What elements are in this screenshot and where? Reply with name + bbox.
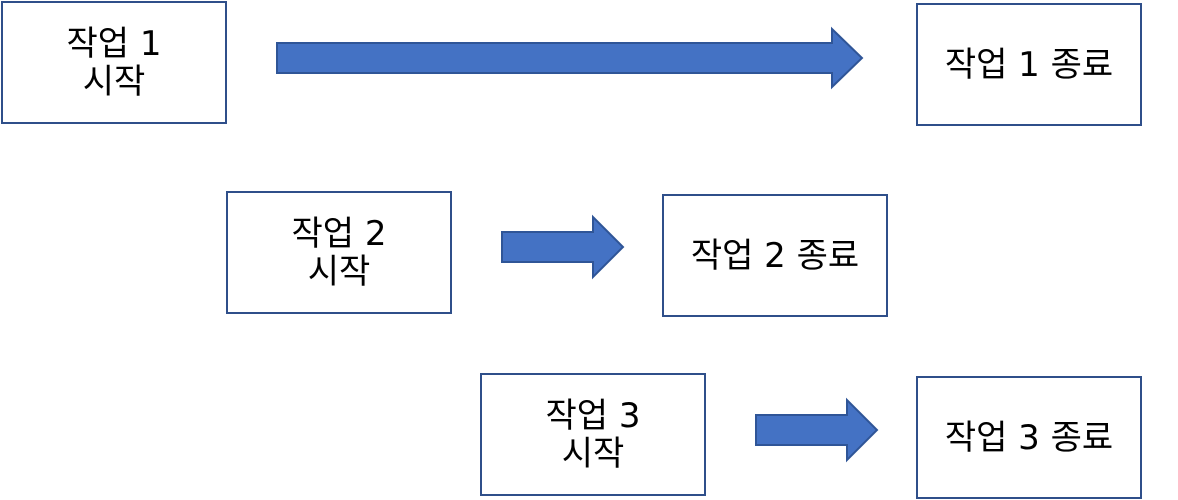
task-3-duration-arrow — [753, 397, 881, 463]
task-2-end-box: 작업 2 종료 — [662, 194, 888, 317]
task-1-start-label: 작업 1 시작 — [66, 23, 162, 102]
task-3-end-box: 작업 3 종료 — [916, 376, 1142, 499]
task-1-start-box: 작업 1 시작 — [1, 1, 227, 124]
task-3-start-label: 작업 3 시작 — [545, 395, 641, 474]
task-2-end-label: 작업 2 종료 — [690, 235, 860, 276]
task-1-duration-arrow — [274, 26, 866, 90]
task-2-arrow-shape — [501, 214, 625, 280]
task-3-start-box: 작업 3 시작 — [480, 373, 706, 496]
task-3-arrow-shape — [755, 397, 879, 463]
task-2-start-label: 작업 2 시작 — [291, 213, 387, 292]
task-1-end-box: 작업 1 종료 — [916, 3, 1142, 126]
task-2-start-box: 작업 2 시작 — [226, 191, 452, 314]
task-1-end-label: 작업 1 종료 — [944, 44, 1114, 85]
task-3-end-label: 작업 3 종료 — [944, 417, 1114, 458]
task-2-duration-arrow — [499, 214, 627, 280]
task-1-arrow-shape — [276, 26, 864, 90]
